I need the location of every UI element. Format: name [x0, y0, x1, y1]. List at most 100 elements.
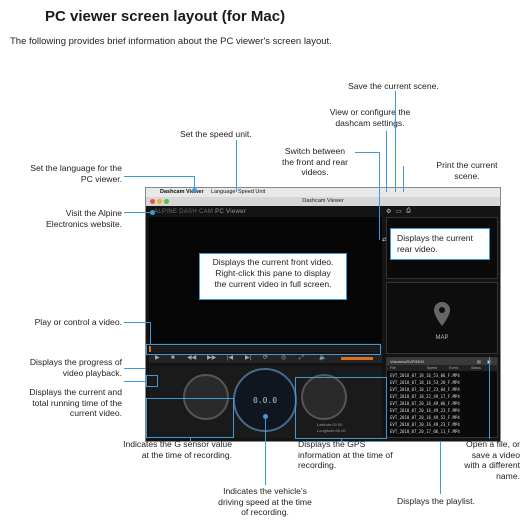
leader-play-h: [124, 322, 151, 323]
progress-bar[interactable]: [149, 346, 382, 352]
minimize-icon[interactable]: [157, 199, 162, 204]
time-line-2: total running time of the: [32, 397, 122, 408]
gps-latitude: Latitude:00.00: [317, 422, 343, 427]
switch-line-1: Switch between: [284, 146, 346, 156]
playlist-row[interactable]: EVT_2018_07_18_16_53_06_F.MP4: [390, 373, 460, 378]
time-line-3: current video.: [69, 408, 122, 418]
front-video-line-2: Right-click this pane to display: [215, 268, 331, 278]
rotate-icon[interactable]: ⟳: [263, 355, 269, 361]
leader-speed: [265, 418, 266, 485]
close-icon[interactable]: [150, 199, 155, 204]
col-event[interactable]: Event: [449, 366, 458, 370]
intro-text: The following provides brief information…: [10, 36, 332, 47]
switch-line-2: the front and rear: [282, 156, 348, 167]
rewind-icon[interactable]: ◀◀: [187, 355, 197, 361]
volume-slider[interactable]: [341, 357, 373, 360]
switch-icon[interactable]: ⇄: [382, 237, 388, 243]
gps-globe: [301, 374, 347, 420]
alpine-logo[interactable]: ALPINE DASH CAM PC Viewer: [154, 209, 246, 215]
leader-gps: [341, 439, 342, 442]
language-line-2: PC viewer.: [80, 173, 122, 184]
playlist-row[interactable]: EVT_2018_07_20_17_06_11_F.MP4: [390, 429, 460, 434]
col-speed[interactable]: Speed: [427, 366, 438, 370]
website-line-2: Electronics website.: [46, 218, 122, 229]
map-pin-icon: [434, 302, 450, 326]
leader-switch-h: [355, 152, 379, 153]
playlist-row[interactable]: EVT_2018_07_18_17_23_04_F.MP4: [390, 387, 460, 392]
leader-language-h: [124, 176, 194, 177]
open-file-label: Open a file, or save a video with a diff…: [430, 439, 520, 481]
leader-time: [124, 381, 146, 382]
volume-icon[interactable]: 🔈: [319, 355, 327, 361]
leader-print: [403, 166, 404, 192]
page-title: PC viewer screen layout (for Mac): [45, 8, 286, 25]
time-label: Displays the current and total running t…: [4, 387, 122, 419]
speedometer: 0.0.0: [233, 368, 297, 432]
rear-video-line-2: rear video.: [397, 244, 438, 254]
playback-controls: ▶ ■ ◀◀ ▶▶ |◀ ▶| ⟳ ◎ ⤢ 🔈: [149, 354, 382, 363]
open-file-line-1: Open a file, or: [466, 439, 520, 449]
leader-dot-website: [150, 210, 155, 215]
progress-fill: [149, 346, 152, 352]
playlist-row[interactable]: EVT_2018_07_18_16_53_20_F.MP4: [390, 380, 460, 385]
col-status[interactable]: Status: [471, 366, 481, 370]
gps-longitude: Longitude:00.00: [317, 428, 346, 433]
progress-label: Displays the progress of video playback.: [4, 357, 122, 378]
print-line-1: Print the current: [436, 160, 498, 170]
menu-language[interactable]: Language: [211, 189, 236, 195]
leader-settings: [386, 131, 387, 192]
window-title: Dashcam Viewer: [302, 198, 344, 204]
playlist-title: Volumes/DVR3300: [390, 359, 424, 364]
leader-switch-v: [379, 152, 380, 240]
g-sensor-line-1: Indicates the G sensor value: [123, 439, 232, 449]
rear-video-line-1: Displays the current: [397, 233, 473, 243]
website-line-1: Visit the Alpine: [65, 208, 122, 218]
stop-icon[interactable]: ■: [171, 355, 175, 361]
playlist-row[interactable]: EVT_2018_07_20_16_49_06_F.MP4: [390, 401, 460, 406]
open-file-line-2: save a video: [471, 449, 520, 460]
gps-line-1: Displays the GPS: [298, 439, 366, 449]
play-icon[interactable]: ▶: [155, 355, 160, 361]
col-file[interactable]: File: [390, 366, 396, 370]
speed-reading: 0.0.0: [252, 396, 278, 405]
progress-highlight: [146, 344, 381, 355]
map-label: MAP: [435, 335, 449, 341]
menu-speed-unit[interactable]: Speed Unit: [238, 189, 266, 195]
progress-line-2: video playback.: [62, 367, 122, 378]
language-label: Set the language for the PC viewer.: [4, 163, 122, 184]
open-file-line-3: with a different: [464, 460, 520, 470]
zoom-icon[interactable]: [164, 199, 169, 204]
next-icon[interactable]: ▶|: [245, 355, 252, 361]
fullscreen-icon[interactable]: ⤢: [299, 355, 304, 361]
leader-dot-speed: [263, 414, 268, 419]
save-scene-label: Save the current scene.: [348, 81, 439, 91]
front-video-line-3: the current video in full screen.: [214, 279, 332, 289]
playlist-row[interactable]: EVT_2018_07_20_16_49_23_F.MP4: [390, 422, 460, 427]
print-icon[interactable]: ⎙: [406, 208, 411, 214]
language-line-1: Set the language for the: [30, 163, 122, 173]
window-titlebar: Dashcam Viewer: [146, 197, 500, 206]
g-sensor-label: Indicates the G sensor value at the time…: [90, 439, 232, 460]
save-as-icon[interactable]: ▣: [487, 358, 491, 365]
switch-line-3: videos.: [301, 167, 329, 177]
playlist-row[interactable]: EVT_2018_07_20_16_49_23_F.MP4: [390, 408, 460, 413]
save-scene-icon[interactable]: ▭: [396, 209, 402, 215]
open-file-icon[interactable]: ▤: [477, 359, 481, 364]
settings-line-2: dashcam settings.: [335, 117, 405, 128]
playlist-columns: File Speed Event Status: [387, 365, 497, 371]
settings-label: View or configure the dashcam settings.: [315, 107, 425, 128]
previous-icon[interactable]: |◀: [227, 355, 234, 361]
leader-website: [124, 212, 152, 213]
playlist-pane: Volumes/DVR3300 ▤ ▣ File Speed Event Sta…: [386, 357, 498, 438]
forward-icon[interactable]: ▶▶: [207, 355, 217, 361]
playlist-row[interactable]: EVT_2018_07_18_22_49_17_F.MP4: [390, 394, 460, 399]
menu-app-name[interactable]: Dashcam Viewer: [160, 189, 204, 195]
playlist-row[interactable]: EVT_2018_07_20_16_49_52_F.MP4: [390, 415, 460, 420]
print-line-2: scene.: [454, 170, 480, 181]
snapshot-icon[interactable]: ◎: [281, 355, 287, 361]
rear-video-callout: Displays the current rear video.: [390, 228, 490, 260]
settings-icon[interactable]: ⚙: [386, 209, 392, 215]
gps-highlight: [295, 377, 387, 439]
logo-text: ALPINE DASH CAM: [154, 209, 214, 215]
menu-bar: Dashcam Viewer Language Speed Unit: [146, 188, 500, 197]
